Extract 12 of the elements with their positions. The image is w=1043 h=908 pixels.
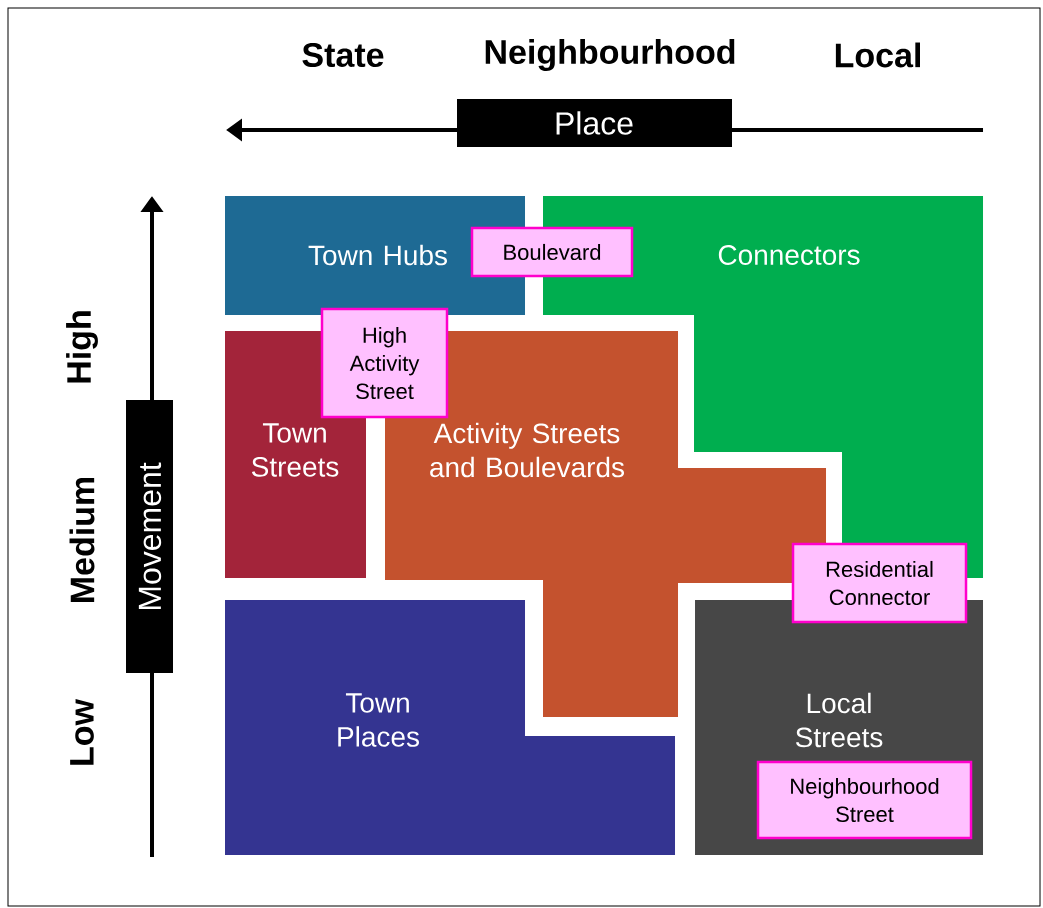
axis-title-box: Place [457, 99, 732, 147]
street-type-tag: High Activity Street [320, 307, 449, 419]
category-area: Town Places [225, 600, 675, 855]
street-type-tag: Boulevard [470, 226, 634, 278]
axis-label: High [66, 311, 98, 383]
street-type-tag: Neighbourhood Street [756, 760, 973, 840]
axis-label: Low [70, 698, 94, 765]
axis-label: Medium [69, 477, 95, 602]
axis-label: Local [835, 42, 920, 68]
axis-label: State [302, 42, 384, 68]
street-type-tag: Residential Connector [791, 542, 968, 624]
axis-title-box: Movement [126, 400, 173, 673]
